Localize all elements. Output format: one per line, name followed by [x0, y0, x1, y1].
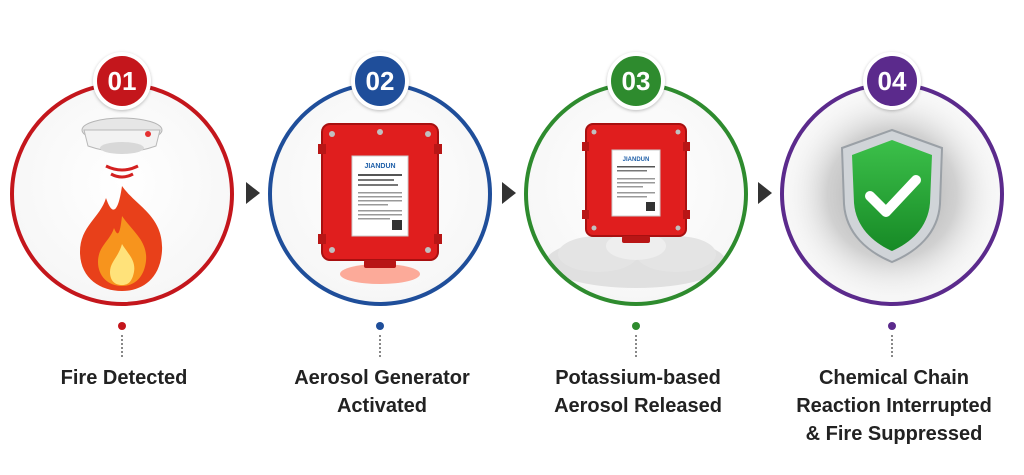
step-4-circle — [780, 82, 1004, 306]
step-4: 04 Chemical Chain Reaction Interrupted &… — [774, 0, 1014, 475]
step-2-number-badge: 02 — [351, 52, 409, 110]
aerosol-release-icon: JIANDUN — [546, 123, 726, 288]
step-3: JIANDUN 03 Potassium-based Aerosol Relea… — [518, 0, 758, 475]
step-1-number-badge: 01 — [93, 52, 151, 110]
step-1-circle — [10, 82, 234, 306]
step-1-label: Fire Detected — [4, 364, 244, 392]
step-3-circle: JIANDUN — [524, 82, 748, 306]
step-2-label: Aerosol Generator Activated — [262, 364, 502, 420]
step-2-circle: JIANDUN — [268, 82, 492, 306]
step-1-dot — [118, 322, 126, 330]
step-2-connector — [379, 335, 381, 357]
step-4-connector — [891, 335, 893, 357]
step-2-label-line-1: Aerosol Generator — [294, 367, 470, 389]
step-3-brand: JIANDUN — [623, 157, 650, 163]
arrow-right-icon — [502, 182, 516, 204]
step-2: JIANDUN 02 Aerosol Generator Activated — [262, 0, 502, 475]
step-3-connector — [635, 335, 637, 357]
arrow-right-icon — [246, 182, 260, 204]
step-3-dot — [632, 322, 640, 330]
aerosol-generator-icon: JIANDUN — [318, 123, 442, 284]
step-4-label-line-3: & Fire Suppressed — [805, 423, 983, 445]
step-4-label-line-2: Reaction Interrupted — [796, 395, 992, 417]
step-4-number-badge: 04 — [863, 52, 921, 110]
step-2-dot — [376, 322, 384, 330]
step-4-label-line-1: Chemical Chain — [818, 367, 970, 389]
step-1-label-text: Fire Detected — [60, 367, 188, 389]
arrow-right-icon — [758, 182, 772, 204]
step-2-label-line-2: Activated — [336, 395, 428, 417]
step-4-label: Chemical Chain Reaction Interrupted & Fi… — [774, 364, 1014, 448]
step-3-number-badge: 03 — [607, 52, 665, 110]
step-3-label-line-2: Aerosol Released — [554, 395, 722, 417]
step-3-label: Potassium-based Aerosol Released — [518, 364, 758, 420]
step-4-dot — [888, 322, 896, 330]
shield-check-icon — [784, 86, 1000, 302]
step-2-brand: JIANDUN — [364, 163, 395, 170]
step-1: 01 Fire Detected — [4, 0, 244, 475]
smoke-detector-and-flame-icon — [80, 117, 163, 291]
step-1-connector — [121, 335, 123, 357]
step-3-label-line-1: Potassium-based — [555, 367, 721, 389]
